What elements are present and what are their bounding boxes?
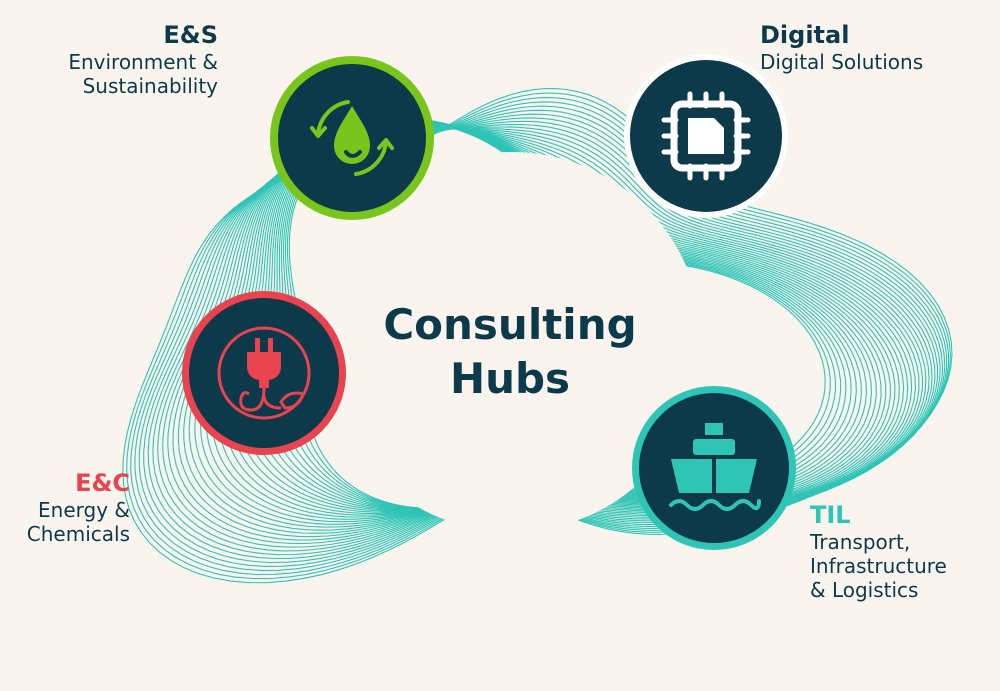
transport-infrastructure-logistics-desc-line2: Infrastructure bbox=[810, 554, 947, 578]
energy-chemicals-desc-line1: Energy & bbox=[38, 498, 130, 522]
plug-leaf-icon bbox=[217, 326, 311, 420]
digital-hub-icon[interactable] bbox=[624, 54, 788, 218]
center-hole bbox=[322, 152, 702, 532]
digital-label: Digital Digital Solutions bbox=[760, 20, 990, 74]
environment-sustainability-hub-icon[interactable] bbox=[270, 56, 434, 220]
environment-sustainability-abbr: E&S bbox=[163, 21, 218, 49]
energy-chemicals-desc-line2: Chemicals bbox=[26, 522, 130, 546]
transport-infrastructure-logistics-label: TIL Transport, Infrastructure & Logistic… bbox=[810, 500, 995, 602]
digital-abbr: Digital bbox=[760, 21, 850, 49]
transport-infrastructure-logistics-desc-line1: Transport, bbox=[810, 530, 911, 554]
energy-chemicals-label: E&C Energy & Chemicals bbox=[10, 468, 130, 546]
transport-infrastructure-logistics-abbr: TIL bbox=[810, 501, 851, 529]
environment-sustainability-desc-line1: Environment & bbox=[68, 50, 218, 74]
center-title-line2: Hubs bbox=[449, 354, 571, 403]
digital-desc-line1: Digital Solutions bbox=[760, 50, 924, 74]
center-title-line1: Consulting bbox=[383, 300, 637, 349]
energy-chemicals-abbr: E&C bbox=[75, 469, 130, 497]
environment-sustainability-label: E&S Environment & Sustainability bbox=[10, 20, 218, 98]
ship-icon bbox=[669, 423, 761, 511]
water-drop-cycle-icon bbox=[310, 100, 394, 176]
transport-infrastructure-logistics-hub-icon[interactable] bbox=[632, 386, 796, 550]
transport-infrastructure-logistics-desc-line3: & Logistics bbox=[810, 578, 919, 602]
center-title: Consulting Hubs bbox=[360, 298, 660, 406]
energy-chemicals-hub-icon[interactable] bbox=[182, 291, 346, 455]
environment-sustainability-desc-line2: Sustainability bbox=[82, 74, 218, 98]
microchip-icon bbox=[661, 91, 751, 181]
